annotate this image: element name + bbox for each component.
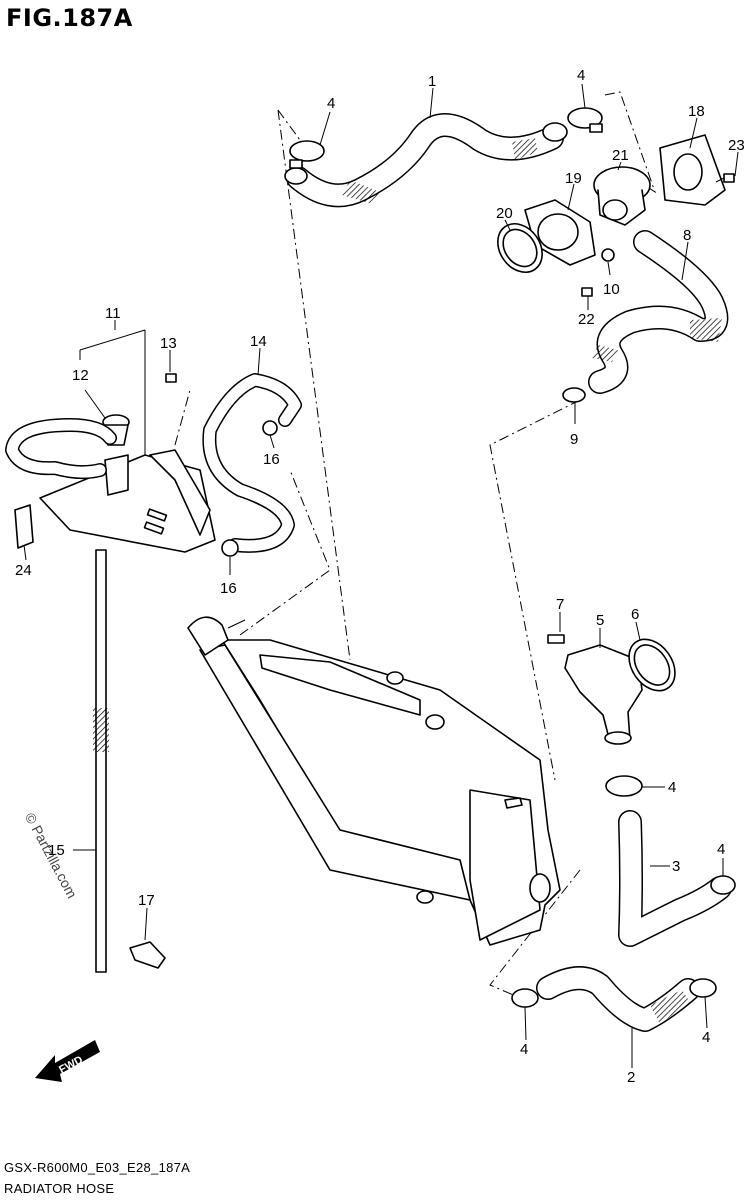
callout-14: 14	[250, 333, 267, 350]
callout-10: 10	[603, 281, 620, 298]
label-24[interactable]	[14, 504, 34, 549]
callout-12: 12	[72, 367, 89, 384]
thermostat-cover-18[interactable]	[659, 134, 726, 206]
hose-15[interactable]	[93, 549, 109, 973]
callout-18: 18	[688, 103, 705, 120]
figure-title: FIG.187A	[6, 4, 133, 32]
callout-19: 19	[565, 170, 582, 187]
clamp-16-lower[interactable]	[221, 539, 239, 557]
hose-clamp-4-top-right[interactable]	[567, 107, 603, 133]
callout-4: 4	[717, 841, 725, 858]
clamp-16-upper[interactable]	[262, 420, 278, 436]
bolt-13[interactable]	[165, 373, 177, 383]
callout-2: 2	[627, 1069, 635, 1086]
assembly-lines	[174, 91, 656, 1001]
hose-2[interactable]	[536, 966, 700, 1032]
callout-4: 4	[668, 779, 676, 796]
hose-clamp-4-bottom-left[interactable]	[511, 988, 539, 1008]
callout-7: 7	[556, 596, 564, 613]
reservoir-overflow-hose[interactable]	[5, 418, 117, 480]
fwd-label: FWD	[57, 1054, 85, 1076]
callout-3: 3	[672, 858, 680, 875]
bolt-22[interactable]	[581, 287, 593, 297]
callout-13: 13	[160, 335, 177, 352]
hose-1[interactable]	[284, 113, 568, 208]
callout-24: 24	[15, 562, 32, 579]
o-ring-20[interactable]	[489, 215, 552, 281]
leader-lines	[23, 83, 739, 1068]
callout-20: 20	[496, 205, 513, 222]
fwd-direction-arrow: FWD	[35, 1040, 100, 1082]
callout-11: 11	[105, 305, 121, 322]
callout-17: 17	[138, 892, 155, 909]
callout-15: 15	[48, 842, 65, 859]
callout-4: 4	[577, 67, 585, 84]
hose-clamp-4-top-left[interactable]	[289, 140, 325, 169]
callout-5: 5	[596, 612, 604, 629]
reservoir-cap-12[interactable]	[102, 414, 130, 446]
bolt-23[interactable]	[715, 173, 735, 183]
hose-clamp-4-bottom-right[interactable]	[689, 978, 717, 998]
callout-21: 21	[612, 147, 629, 164]
o-ring-6[interactable]	[620, 631, 685, 700]
clip-10[interactable]	[601, 248, 615, 262]
callout-4: 4	[520, 1041, 528, 1058]
water-pump-cover-5[interactable]	[564, 644, 643, 745]
figure-name: RADIATOR HOSE	[4, 1181, 115, 1196]
callout-4: 4	[702, 1029, 710, 1046]
callout-16: 16	[263, 451, 280, 468]
hose-3[interactable]	[618, 810, 732, 947]
hose-14[interactable]	[202, 373, 302, 553]
callout-numbers: 1 4 4 18 23 21 19 20 8 10 22 9 11 12 13 …	[15, 67, 745, 1086]
model-code: GSX-R600M0_E03_E28_187A	[4, 1160, 191, 1175]
hose-clamp-4-right[interactable]	[710, 875, 736, 895]
callout-23: 23	[728, 137, 745, 154]
callout-9: 9	[570, 431, 578, 448]
clamp-17[interactable]	[129, 941, 166, 969]
hose-clamp-4-middle[interactable]	[605, 775, 643, 797]
bolt-7[interactable]	[547, 634, 565, 644]
hose-8[interactable]	[588, 230, 729, 394]
callout-22: 22	[578, 311, 595, 328]
callout-8: 8	[683, 227, 691, 244]
callout-4: 4	[327, 95, 335, 112]
callout-6: 6	[631, 606, 639, 623]
hose-clamp-9[interactable]	[562, 387, 586, 403]
callout-16: 16	[220, 580, 237, 597]
thermostat-21[interactable]	[593, 166, 651, 226]
radiator[interactable]	[187, 616, 561, 946]
callout-1: 1	[428, 73, 436, 90]
